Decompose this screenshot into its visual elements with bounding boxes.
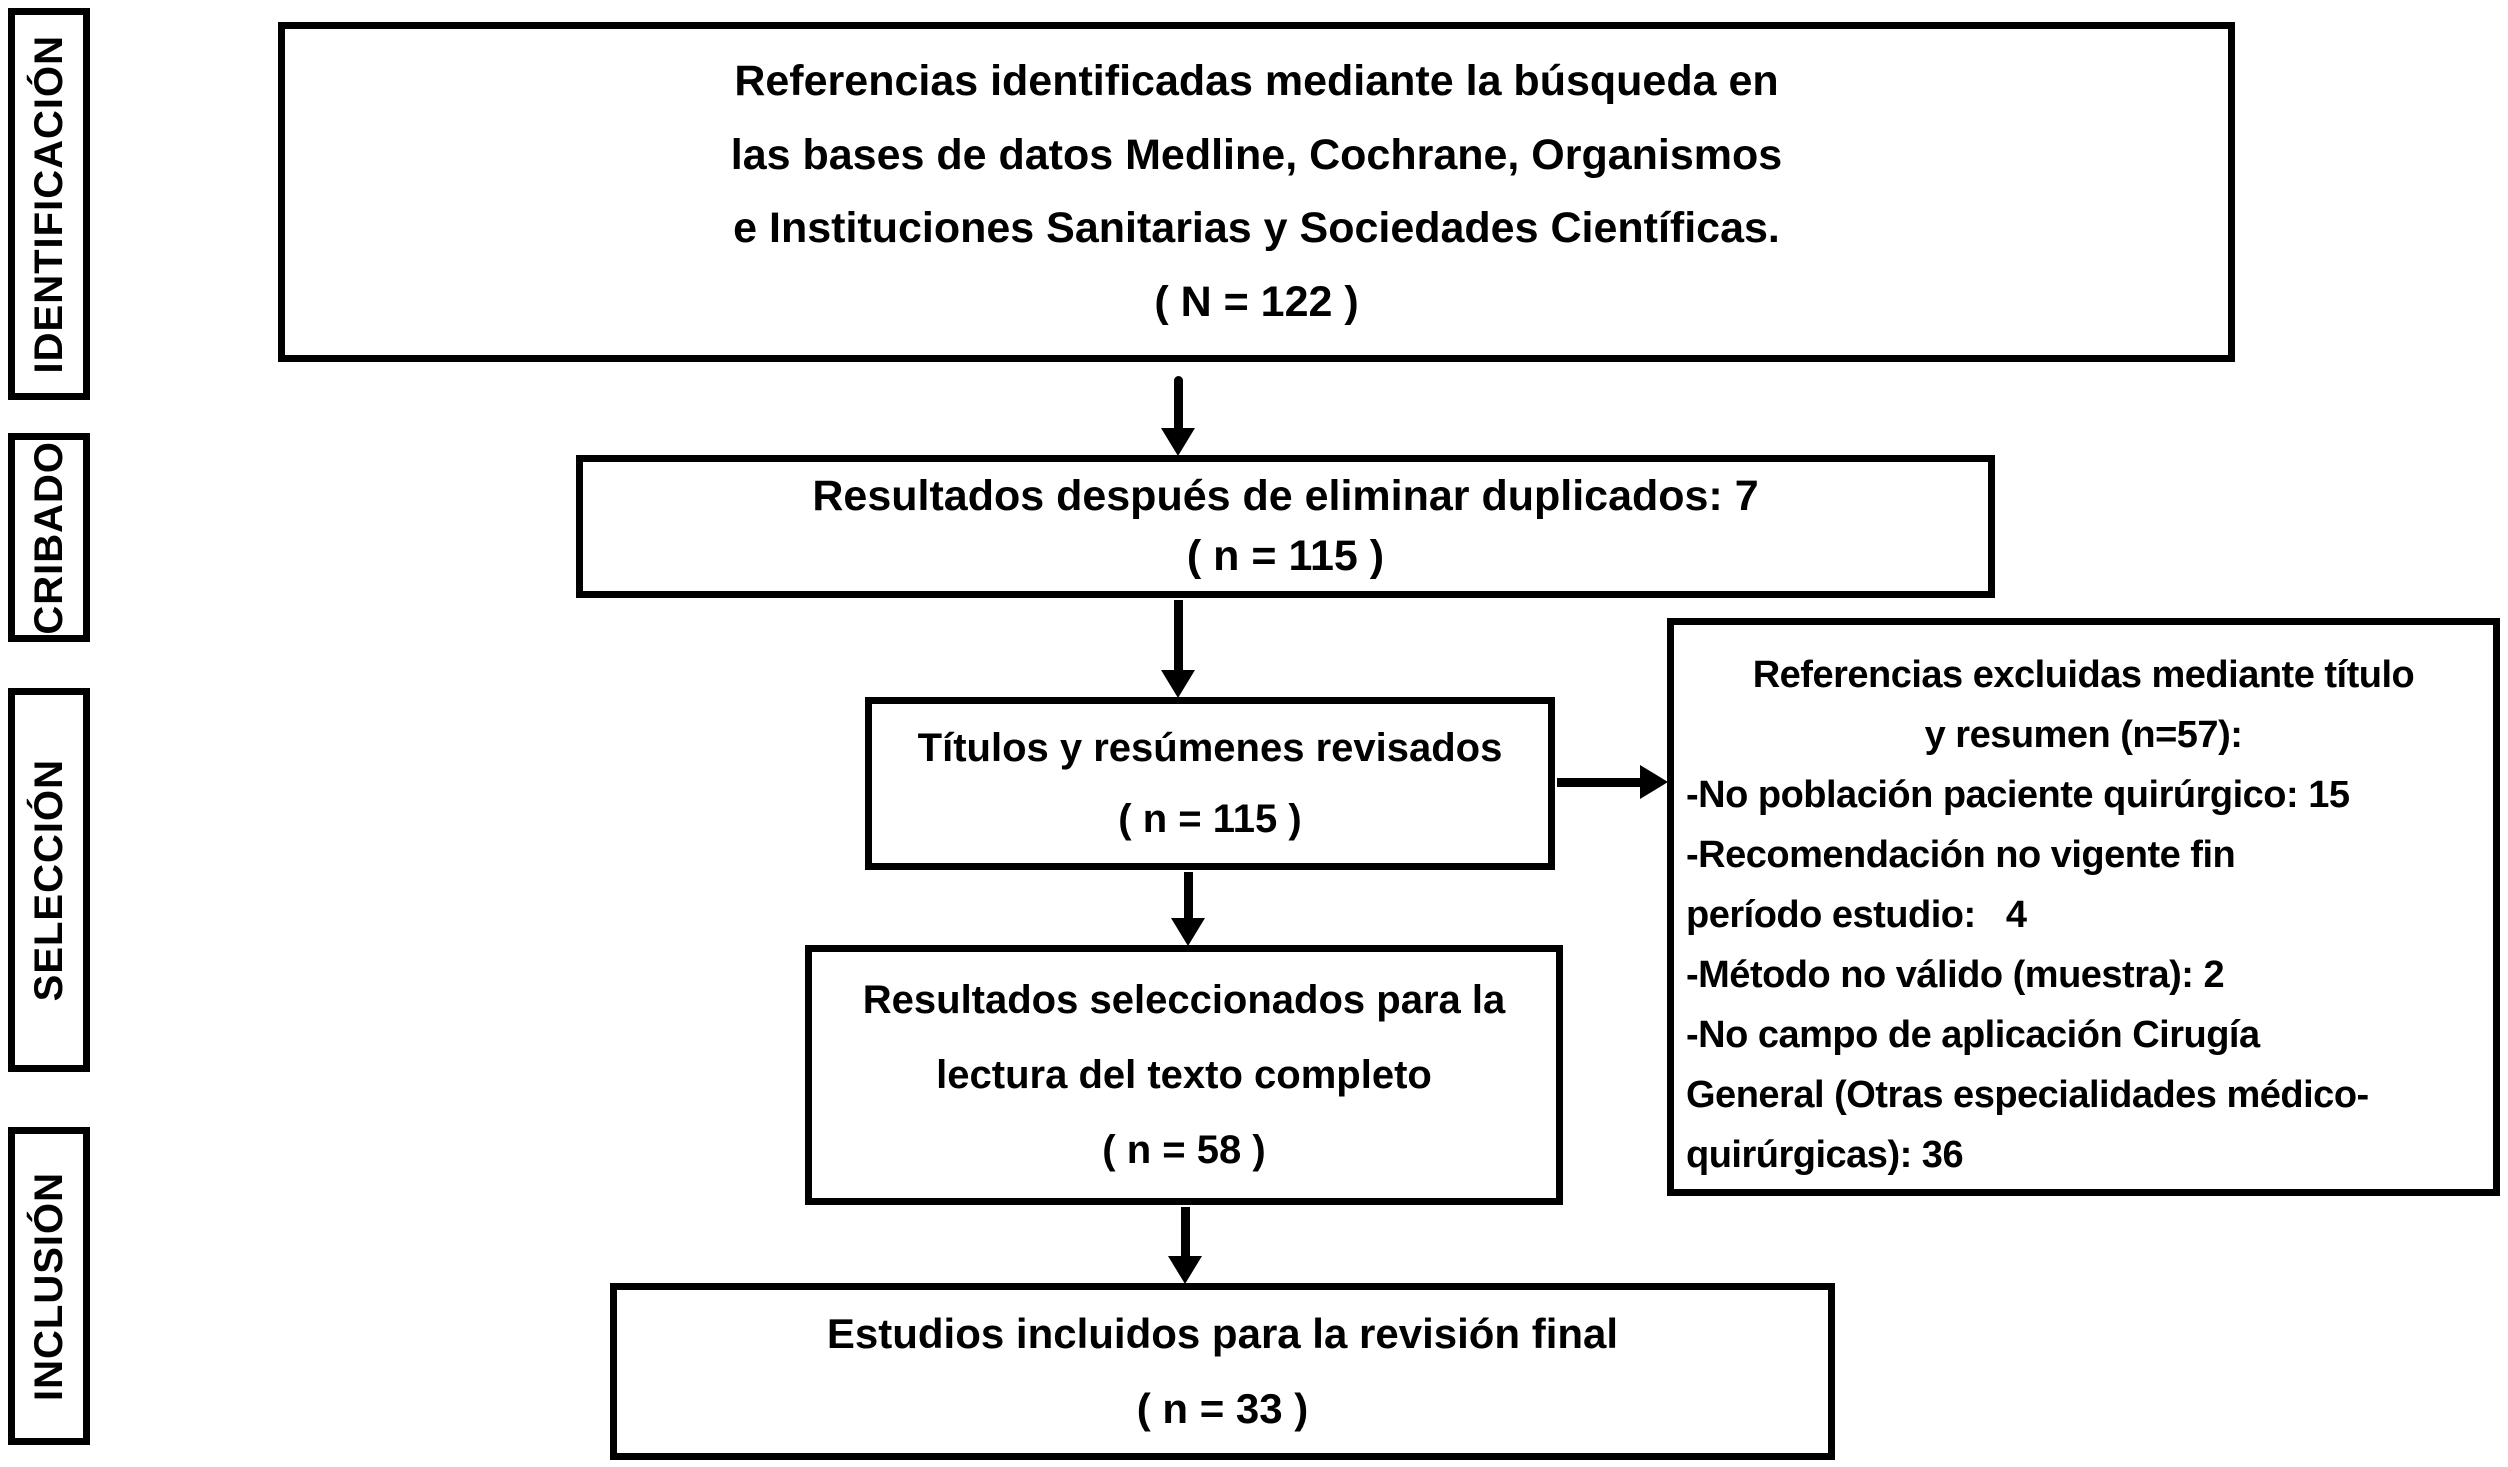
excluded-reason-line-1: -No población paciente quirúrgico: 15 [1686, 774, 2350, 816]
stage-box-inclusion: INCLUSIÓN [8, 1127, 90, 1445]
arrow-screened-to-excluded-shaft [1557, 778, 1643, 787]
fulltext-line-2: lectura del texto completo [936, 1052, 1432, 1097]
stage-label-screening: CRIBADO [26, 440, 71, 635]
included-studies-box: Estudios incluidos para la revisión fina… [610, 1283, 1835, 1460]
dedup-line-1: Resultados después de eliminar duplicado… [812, 471, 1759, 520]
arrow-fulltext-to-included-head [1168, 1256, 1202, 1284]
stage-box-selection: SELECCIÓN [8, 688, 90, 1072]
excluded-references-box: Referencias excluidas mediante título y … [1667, 618, 2500, 1196]
excluded-reason-line-2: -Recomendación no vigente fin [1686, 834, 2236, 876]
identified-line-2: las bases de datos Medline, Cochrane, Or… [730, 130, 1783, 179]
arrow-identified-to-dedup-head [1161, 428, 1195, 456]
screened-count: ( n = 115 ) [1118, 797, 1302, 842]
arrow-dedup-to-screened-head [1161, 670, 1195, 698]
excluded-reason-line-4: -Método no válido (muestra): 2 [1686, 954, 2225, 996]
excluded-reason-line-7: quirúrgicas): 36 [1686, 1134, 1964, 1176]
excluded-title-line-1: Referencias excluidas mediante título [1752, 654, 2415, 696]
duplicates-removed-box: Resultados después de eliminar duplicado… [576, 455, 1995, 598]
stage-box-screening: CRIBADO [8, 433, 90, 642]
stage-label-inclusion: INCLUSIÓN [26, 1171, 71, 1401]
excluded-title-line-2: y resumen (n=57): [1924, 714, 2243, 756]
identified-line-3: e Instituciones Sanitarias y Sociedades … [733, 204, 1780, 253]
identified-records-box: Referencias identificadas mediante la bú… [278, 22, 2235, 362]
arrow-identified-to-dedup-shaft [1174, 376, 1183, 432]
stage-label-identification: IDENTIFICACIÓN [26, 34, 71, 374]
identified-count: ( N = 122 ) [1154, 277, 1359, 326]
fulltext-line-1: Resultados seleccionados para la [862, 977, 1506, 1022]
arrow-fulltext-to-included-shaft [1181, 1207, 1190, 1259]
fulltext-selected-box: Resultados seleccionados para la lectura… [805, 945, 1563, 1205]
screened-line-1: Títulos y resúmenes revisados [917, 725, 1503, 770]
arrow-dedup-to-screened-shaft [1174, 600, 1183, 674]
titles-abstracts-reviewed-box: Títulos y resúmenes revisados ( n = 115 … [865, 697, 1555, 870]
stage-label-selection: SELECCIÓN [26, 758, 71, 1002]
fulltext-count: ( n = 58 ) [1102, 1128, 1266, 1173]
arrow-screened-to-fulltext-shaft [1184, 872, 1193, 922]
dedup-count: ( n = 115 ) [1186, 532, 1385, 581]
arrow-screened-to-excluded-head [1640, 765, 1668, 799]
included-count: ( n = 33 ) [1136, 1385, 1309, 1433]
excluded-reason-line-6: General (Otras especialidades médico- [1686, 1074, 2369, 1116]
excluded-reason-line-5: -No campo de aplicación Cirugía [1686, 1014, 2260, 1056]
arrow-screened-to-fulltext-head [1171, 918, 1205, 946]
stage-box-identification: IDENTIFICACIÓN [8, 8, 90, 400]
identified-line-1: Referencias identificadas mediante la bú… [734, 57, 1779, 106]
excluded-reason-line-3: período estudio: 4 [1686, 894, 2027, 936]
included-line-1: Estudios incluidos para la revisión fina… [826, 1309, 1619, 1357]
